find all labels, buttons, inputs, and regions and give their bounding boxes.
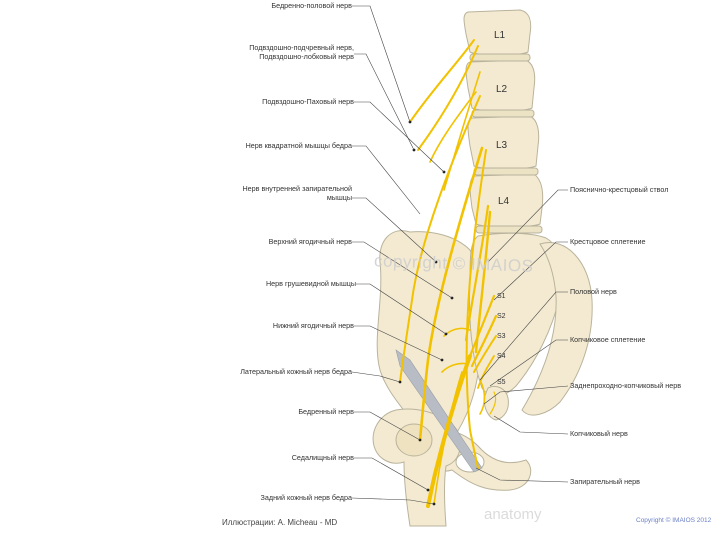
label-text: Подвздошно-лобковый нерв [259, 52, 354, 61]
label-iliohypogastric-nerve: Подвздошно-подчревный нерв,Подвздошно-ло… [249, 43, 354, 61]
label-lateral-cutaneous-nerve: Латеральный кожный нерв бедра [240, 367, 352, 376]
label-text: мышцы [327, 193, 352, 202]
label-sacral-plexus: Крестцовое сплетение [570, 237, 645, 246]
label-text: Нерв квадратной мышцы бедра [246, 141, 352, 150]
label-femoral-nerve: Бедренный нерв [298, 407, 354, 416]
leader-line [494, 416, 568, 434]
sacral-label-s2: S2 [497, 313, 506, 320]
label-text: Копчиковый нерв [570, 429, 628, 438]
label-quadratus-nerve: Нерв квадратной мышцы бедра [246, 141, 352, 150]
sacral-label-s4: S4 [497, 353, 506, 360]
label-lumbosacral-trunk: Пояснично-крестцовый ствол [570, 185, 668, 194]
label-text: Нижний ягодичный нерв [273, 321, 354, 330]
disc [470, 54, 530, 61]
vertebra-label-l3: L3 [496, 140, 508, 151]
label-obturator-nerve: Запирательный нерв [570, 477, 640, 486]
label-text: Копчиковое сплетение [570, 335, 645, 344]
label-text: Запирательный нерв [570, 477, 640, 486]
label-text: Нерв грушевидной мышцы [266, 279, 356, 288]
label-genitofemoral-nerve: Бедренно-половой нерв [271, 1, 352, 10]
nerve-genitofemoral [410, 40, 474, 122]
label-text: Бедренно-половой нерв [271, 1, 352, 10]
copyright-notice: Copyright © IMAIOS 2012 [636, 517, 711, 524]
label-text: Нерв внутренней запирательной [242, 184, 352, 193]
label-anococcygeal-nerve: Заднепроходно-копчиковый нерв [570, 381, 681, 390]
label-text: Латеральный кожный нерв бедра [240, 367, 352, 376]
anatomy-logo: anatomy [484, 506, 542, 523]
sacral-label-s1: S1 [497, 293, 506, 300]
femoral-head [396, 424, 432, 456]
disc [472, 110, 534, 117]
label-ilioinguinal-nerve: Подвздошно-Паховый нерв [262, 97, 354, 106]
label-text: Крестцовое сплетение [570, 237, 645, 246]
label-coccygeal-plexus: Копчиковое сплетение [570, 335, 645, 344]
vertebra-label-l4: L4 [498, 196, 510, 207]
label-sciatic-nerve: Седалищный нерв [292, 453, 354, 462]
label-text: Седалищный нерв [292, 453, 354, 462]
vertebra-label-l2: L2 [496, 84, 508, 95]
sacral-label-s5: S5 [497, 379, 506, 386]
label-text: Задний кожный нерв бедра [261, 493, 352, 502]
leader-line [352, 6, 410, 122]
label-superior-gluteal-nerve: Верхний ягодичный нерв [269, 237, 352, 246]
sacral-label-s3: S3 [497, 333, 506, 340]
label-text: Половой нерв [570, 287, 617, 296]
leader-line [352, 146, 420, 214]
label-text: Верхний ягодичный нерв [269, 237, 352, 246]
label-posterior-cutaneous-nerve: Задний кожный нерв бедра [261, 493, 352, 502]
label-text: Пояснично-крестцовый ствол [570, 185, 668, 194]
label-text: Подвздошно-подчревный нерв, [249, 43, 354, 52]
vertebra-label-l1: L1 [494, 30, 506, 41]
illustration-credit: Иллюстрации: A. Micheau - MD [222, 518, 337, 527]
label-pudendal-nerve: Половой нерв [570, 287, 617, 296]
label-inferior-gluteal-nerve: Нижний ягодичный нерв [273, 321, 354, 330]
label-text: Бедренный нерв [298, 407, 354, 416]
label-text: Подвздошно-Паховый нерв [262, 97, 354, 106]
label-piriformis-nerve: Нерв грушевидной мышцы [266, 279, 356, 288]
label-coccygeal-nerve: Копчиковый нерв [570, 429, 628, 438]
label-text: Заднепроходно-копчиковый нерв [570, 381, 681, 390]
